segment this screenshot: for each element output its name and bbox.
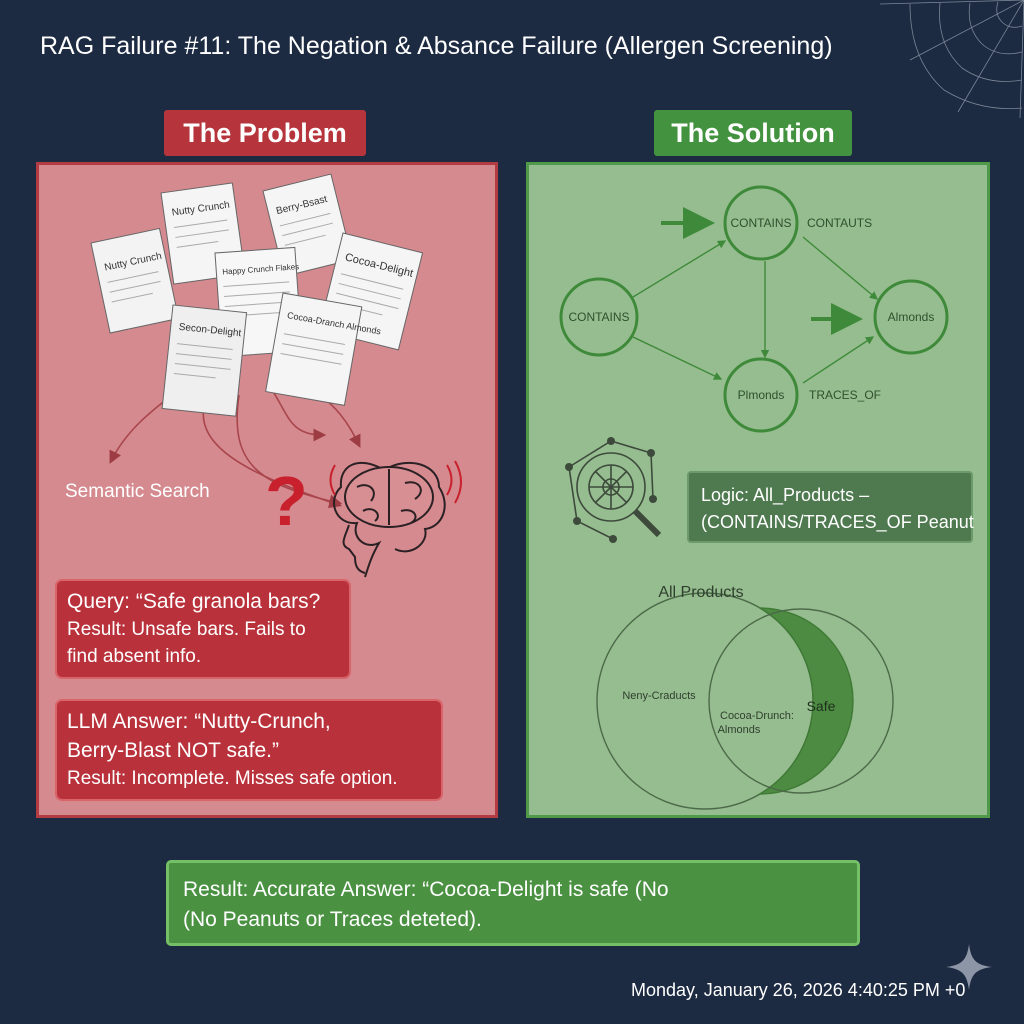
document-stack: Nutty Crunch Nutty Crunch Berry-Bsast Co… [90,173,424,417]
spider-web-icon [879,0,1024,119]
venn-left-label: Neny-Craducts [622,690,696,702]
llm-result-line: Result: Incomplete. Misses safe option. [67,768,398,789]
graph-edge [632,240,727,298]
query-box: Query: “Safe granola bars? Result: Unsaf… [55,579,351,679]
query-line: Query: “Safe granola bars? [67,590,321,613]
document-icon: Nutty Crunch [90,227,180,334]
graph-node-label: CONTAINS [730,216,791,230]
timestamp: Monday, January 26, 2026 4:40:25 PM +0 [631,980,966,1000]
venn-diagram [596,592,894,810]
venn-safe-region [757,607,854,795]
llm-answer-line: Berry-Blast NOT safe.” [67,739,279,762]
knowledge-graph [632,207,879,384]
graph-edge-label: TRACES_OF [809,388,881,402]
venn-contains-circle [708,608,894,794]
flow-arrow [268,384,327,442]
venn-title: All Products [658,584,743,601]
result-box: Result: Accurate Answer: “Cocoa-Delight … [166,860,860,946]
question-mark: ? [265,462,308,540]
graph-edge [632,336,723,380]
graph-edge [802,336,875,384]
solution-heading: The Solution [654,110,852,156]
flow-arrow [236,394,343,508]
brain-head-icon [329,460,462,578]
solution-panel: CONTAINS CONTAINS CONTAUTS Plmonds TRACE… [526,162,990,818]
network-magnifier-icon [565,437,662,543]
venn-safe-label: Safe [807,698,836,714]
problem-heading: The Problem [164,110,366,156]
logic-box: Logic: All_Products – (CONTAINS/TRACES_O… [687,471,974,543]
logic-line: (CONTAINS/TRACES_OF Peanut [701,512,974,532]
graph-node-label: Plmonds [738,388,785,402]
graph-node-label: Almonds [888,310,935,324]
venn-overlap-label: Cocoa-Drunch: [720,710,794,722]
graph-node [873,279,949,355]
sparkle-icon [946,944,992,990]
document-icon: Secon-Delight [161,304,248,417]
problem-panel: Nutty Crunch Nutty Crunch Berry-Bsast Co… [36,162,498,818]
result-line: (No Peanuts or Traces deteted). [183,908,482,931]
llm-answer-line: LLM Answer: “Nutty-Crunch, [67,710,331,733]
venn-overlap-label: Almonds [718,724,761,736]
result-line: Result: Accurate Answer: “Cocoa-Delight … [183,878,669,901]
semantic-search-label: Semantic Search [65,481,210,502]
solution-illustration: CONTAINS CONTAINS CONTAUTS Plmonds TRACE… [559,185,949,810]
graph-edge-label: CONTAUTS [807,216,872,230]
page-title: RAG Failure #11: The Negation & Absance … [40,32,833,60]
graph-node [723,185,799,261]
graph-edge [802,236,879,300]
graph-node-label: CONTAINS [568,310,629,324]
query-result-line: Result: Unsafe bars. Fails to [67,619,306,640]
problem-illustration: Nutty Crunch Nutty Crunch Berry-Bsast Co… [90,173,462,578]
graph-node [559,277,639,357]
logic-line: Logic: All_Products – [701,485,870,505]
query-result-line: find absent info. [67,646,202,667]
graph-node [723,357,799,433]
llm-answer-box: LLM Answer: “Nutty-Crunch, Berry-Blast N… [55,699,443,801]
